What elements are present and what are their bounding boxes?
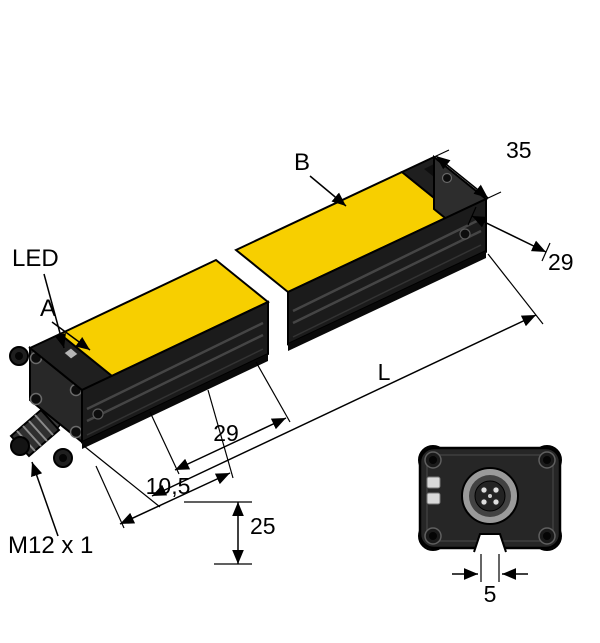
dimension-29-end: 29 xyxy=(467,206,574,275)
mounting-ear-bottom-hole xyxy=(59,454,67,462)
right-end-hole xyxy=(441,172,453,184)
label-m12: M12 x 1 xyxy=(8,532,93,559)
extension-line xyxy=(453,191,502,215)
label-led: LED xyxy=(12,245,59,272)
end-face-screw-hole xyxy=(69,425,83,439)
dim-29-end-label: 29 xyxy=(548,249,574,275)
label-a: A xyxy=(40,295,56,322)
dimension-10-5: 10,5 xyxy=(95,389,234,529)
m12-center-key xyxy=(488,494,492,498)
led-window xyxy=(426,492,441,505)
mounting-ear-top-hole xyxy=(15,352,23,360)
m12-pin xyxy=(492,486,500,494)
m12-face xyxy=(461,467,519,525)
front-groove xyxy=(292,217,482,313)
m12-thread-ridge xyxy=(22,425,42,447)
boss-hole xyxy=(429,532,437,540)
led-window xyxy=(426,476,441,489)
dimension-line xyxy=(174,417,287,471)
callout-led: LED xyxy=(12,245,66,349)
end-view: 5 xyxy=(418,445,562,607)
led-indicator xyxy=(63,347,79,360)
end-face-screw-hole xyxy=(29,392,43,406)
leader-line xyxy=(43,273,66,349)
extension-line xyxy=(149,411,180,475)
m12-tip xyxy=(10,436,30,456)
leader-line xyxy=(51,321,91,351)
m12-connector xyxy=(9,408,61,458)
extension-line xyxy=(207,389,234,479)
dimension-line xyxy=(471,215,547,253)
label-b: B xyxy=(294,149,310,176)
front-screw xyxy=(459,228,471,240)
boss-hole xyxy=(543,456,551,464)
leader-line xyxy=(309,175,347,207)
m12-thread-ridge xyxy=(28,420,48,442)
dimension-35: 35 xyxy=(401,137,532,215)
callout-b: B xyxy=(294,149,347,207)
dim-L-label: L xyxy=(378,359,391,385)
extension-line xyxy=(255,361,291,423)
dim-25-label: 25 xyxy=(250,513,276,539)
boss-hole xyxy=(429,456,437,464)
front-screw xyxy=(92,408,104,420)
dim-35-label: 35 xyxy=(506,137,532,163)
m12-pin xyxy=(480,486,488,494)
m12-pin xyxy=(480,498,488,506)
extension-line xyxy=(401,149,450,173)
bottom-notch xyxy=(473,533,507,553)
extension-line xyxy=(487,253,544,325)
callout-a: A xyxy=(40,295,91,351)
leader-line xyxy=(31,461,59,537)
isometric-view xyxy=(9,154,488,468)
dimension-line xyxy=(435,155,489,199)
dimension-25: 25 xyxy=(184,501,276,565)
dim-5-label: 5 xyxy=(484,581,497,607)
m12-thread-ridge xyxy=(34,414,54,436)
extension-line xyxy=(95,465,125,529)
dim-10-5-label: 10,5 xyxy=(146,473,191,499)
m12-pin xyxy=(492,498,500,506)
boss-hole xyxy=(543,532,551,540)
dimension-5: 5 xyxy=(452,554,528,607)
dimension-line xyxy=(119,472,231,525)
callout-m12: M12 x 1 xyxy=(8,461,93,559)
front-groove xyxy=(292,229,482,325)
dimension-annotations: 35 29 L 29 10,5 xyxy=(8,137,574,565)
